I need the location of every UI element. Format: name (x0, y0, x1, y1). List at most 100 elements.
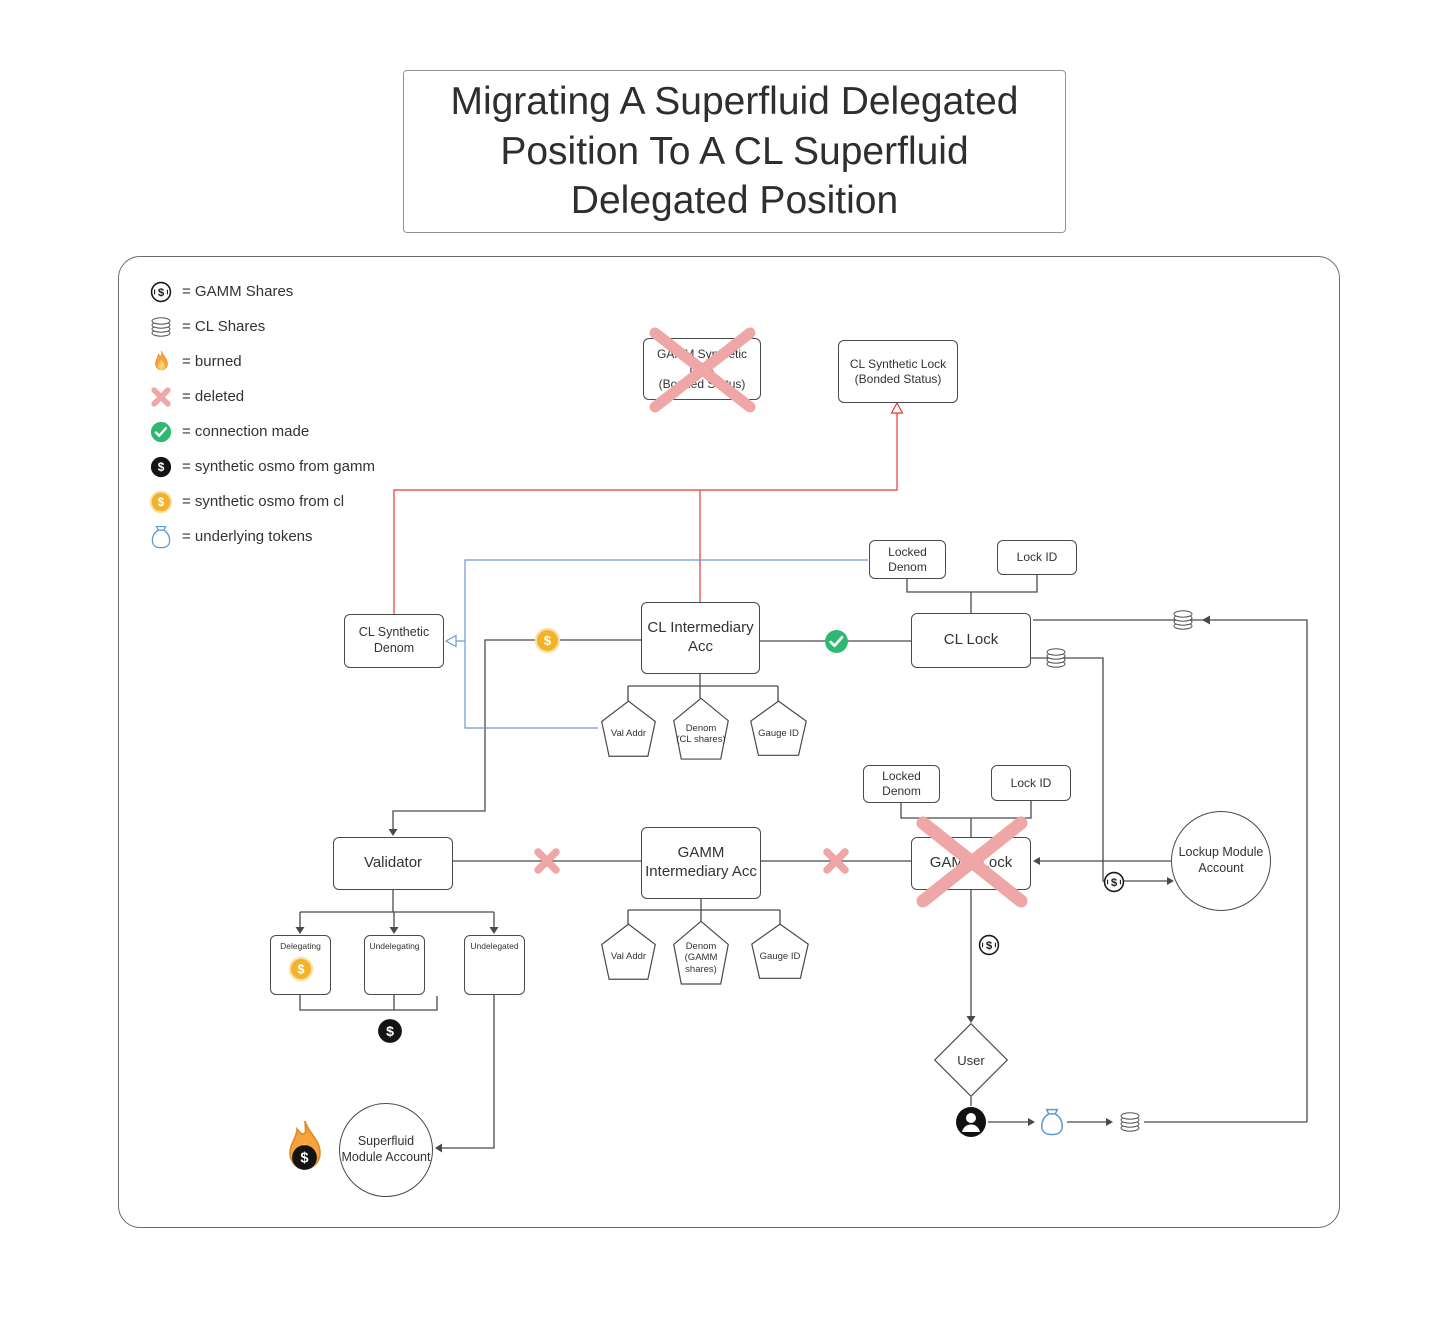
legend-row-synth-gamm: $ = synthetic osmo from gamm (148, 455, 375, 478)
arrowheads (295, 615, 1210, 1153)
node-label: User (957, 1052, 985, 1068)
svg-text:$: $ (1111, 877, 1118, 889)
connector-blue-lockeddenom (464, 559, 868, 729)
node-lockup-module-account: Lockup Module Account (1171, 811, 1271, 911)
legend-label: = burned (182, 353, 242, 370)
cl-shares-stack-icon (1171, 610, 1195, 630)
gamm-shares-coin-icon: $ (978, 934, 1000, 956)
node-delegating: Delegating $ (270, 935, 331, 995)
svg-text:$: $ (386, 1023, 394, 1039)
legend-row-deleted: = deleted (148, 385, 375, 408)
deleted-x-icon (822, 847, 850, 875)
node-gamm-val-addr: Val Addr (600, 923, 657, 981)
connector-user-return-cllock (1033, 619, 1308, 1122)
node-lock-id-gamm: Lock ID (991, 765, 1071, 801)
deleted-x-icon (912, 812, 1032, 912)
legend-label: = CL Shares (182, 318, 266, 335)
page-title-text: Migrating A Superfluid Delegated Positio… (450, 79, 1019, 223)
node-label: Locked Denom (888, 544, 927, 574)
deleted-x-icon (533, 847, 561, 875)
node-label: CL Synthetic Lock (Bonded Status) (849, 356, 947, 386)
node-label: Validator (363, 854, 423, 872)
node-label: Denom (GAMM shares) (684, 940, 718, 975)
synthetic-osmo-cl-coin-icon: $ (534, 627, 561, 654)
connection-check-icon (148, 421, 174, 443)
node-gamm-denom: Denom (GAMM shares) (672, 920, 730, 986)
svg-text:$: $ (158, 286, 165, 298)
burned-flame-icon: $ (281, 1118, 329, 1180)
cl-shares-stack-icon (148, 316, 174, 337)
legend: $ = GAMM Shares = CL Shares = burned = d… (148, 280, 375, 560)
node-label: CL Lock (943, 631, 999, 649)
connector-undelegated-superfluid (441, 995, 495, 1149)
legend-label: = connection made (182, 423, 310, 440)
node-undelegating: Undelegating (364, 935, 425, 995)
user-avatar-icon (955, 1106, 987, 1138)
node-label: Undelegating (369, 941, 420, 951)
connector-delegating-bracket (299, 995, 438, 1011)
node-label: Lock ID (1010, 775, 1052, 790)
burned-flame-icon (148, 350, 174, 374)
deleted-x-icon (148, 386, 174, 408)
node-label: Gauge ID (759, 950, 801, 962)
node-label: Locked Denom (882, 769, 921, 798)
node-undelegated: Undelegated (464, 935, 525, 995)
page-title: Migrating A Superfluid Delegated Positio… (403, 70, 1066, 233)
svg-text:$: $ (158, 497, 165, 509)
node-label: Denom (CL shares) (676, 722, 726, 745)
node-label: CL Intermediary Acc (647, 619, 754, 655)
connector-cllock-lockup (1031, 657, 1168, 882)
legend-row-gamm-shares: $ = GAMM Shares (148, 280, 375, 303)
node-lock-id-cl: Lock ID (997, 540, 1077, 575)
connector-lockeddenom-lockid-cllock (906, 575, 1038, 613)
legend-label: = GAMM Shares (182, 283, 294, 300)
node-locked-denom-cl: Locked Denom (869, 540, 946, 579)
node-label: Superfluid Module Account (341, 1134, 431, 1164)
legend-row-synth-cl: $ = synthetic osmo from cl (148, 490, 375, 513)
deleted-x-icon (645, 325, 760, 415)
legend-label: = deleted (182, 388, 245, 405)
node-label: Gauge ID (758, 727, 799, 739)
node-superfluid-module-account: Superfluid Module Account (339, 1103, 433, 1197)
synthetic-osmo-cl-coin-icon: $ (288, 956, 314, 982)
synthetic-osmo-gamm-coin-icon: $ (148, 456, 174, 478)
cl-shares-stack-icon (1118, 1112, 1142, 1132)
connector-clintermediary-pentagons (627, 674, 779, 701)
node-label: Delegating (280, 941, 321, 951)
legend-label: = underlying tokens (182, 528, 313, 545)
legend-row-underlying: = underlying tokens (148, 525, 375, 548)
node-cl-intermediary-acc: CL Intermediary Acc (641, 602, 760, 674)
legend-row-connection: = connection made (148, 420, 375, 443)
synthetic-osmo-cl-coin-icon: $ (148, 490, 174, 514)
node-label: Lock ID (1016, 550, 1058, 564)
legend-label: = synthetic osmo from gamm (182, 458, 375, 475)
svg-text:$: $ (300, 1151, 308, 1167)
synthetic-osmo-gamm-coin-icon: $ (291, 1144, 318, 1171)
node-cl-lock: CL Lock (911, 613, 1031, 668)
node-cl-denom: Denom (CL shares) (672, 697, 730, 761)
blue-open-arrowhead (444, 634, 457, 648)
node-cl-gauge-id: Gauge ID (749, 700, 808, 757)
svg-text:$: $ (158, 460, 165, 474)
node-label: Val Addr (610, 728, 647, 740)
node-validator: Validator (333, 837, 453, 890)
underlying-tokens-bag-icon (148, 525, 174, 549)
connector-validator-children (299, 890, 495, 928)
svg-text:$: $ (986, 940, 993, 952)
node-locked-denom-gamm: Locked Denom (863, 765, 940, 803)
svg-text:$: $ (544, 633, 551, 648)
red-open-arrowhead (890, 401, 904, 414)
gamm-shares-coin-icon: $ (1103, 871, 1125, 893)
svg-text:$: $ (297, 962, 304, 976)
diagram-frame (118, 256, 1340, 1228)
node-cl-synthetic-denom: CL Synthetic Denom (344, 614, 444, 668)
legend-label: = synthetic osmo from cl (182, 493, 345, 510)
node-label: Lockup Module Account (1178, 845, 1264, 875)
node-label: GAMM Intermediary Acc (645, 844, 757, 880)
synthetic-osmo-gamm-coin-icon: $ (377, 1018, 403, 1044)
node-label: Undelegated (470, 941, 519, 951)
legend-row-burned: = burned (148, 350, 375, 373)
node-label: CL Synthetic Denom (358, 625, 430, 655)
node-label: Val Addr (610, 951, 647, 963)
